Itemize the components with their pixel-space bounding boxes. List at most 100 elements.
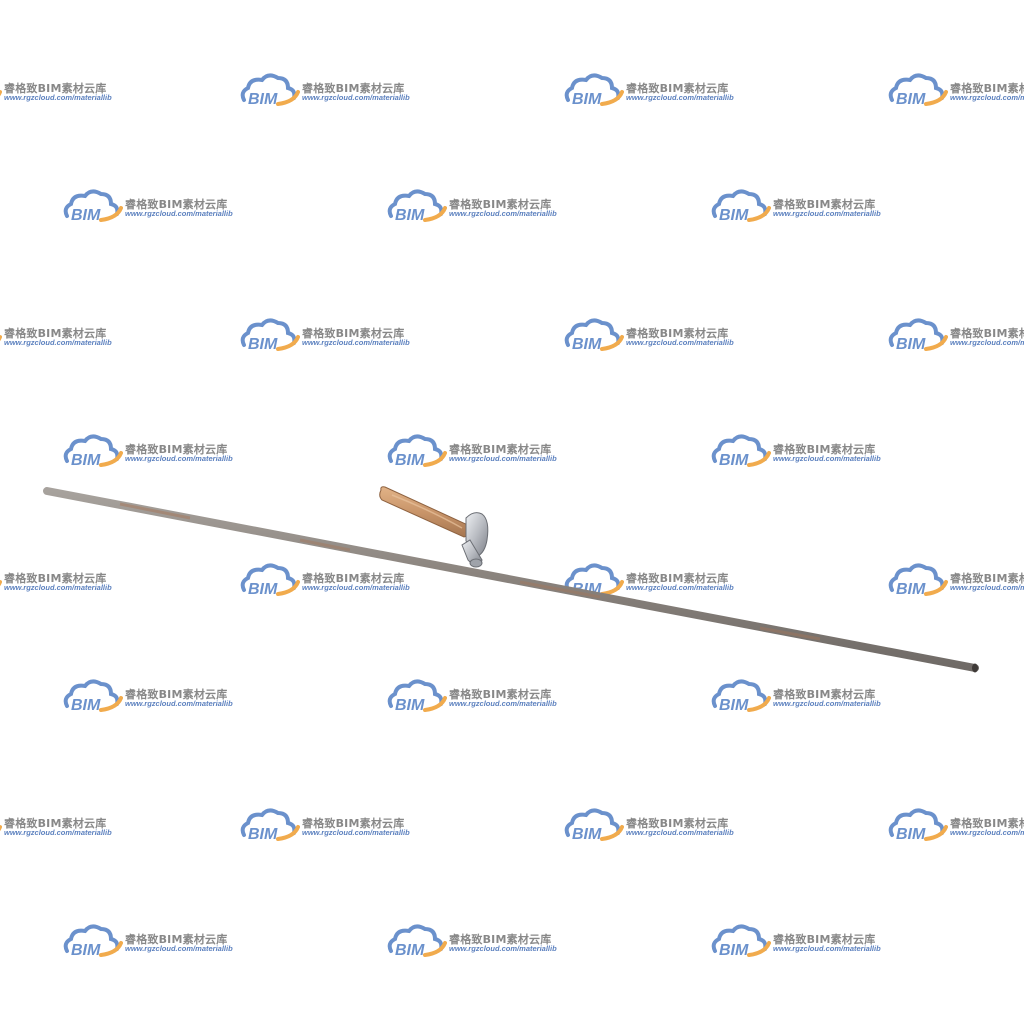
watermark-url: www.rgzcloud.com/materiallib (773, 699, 881, 708)
watermark-url: www.rgzcloud.com/materiallib (950, 338, 1024, 347)
bim-cloud-icon: BIM (888, 73, 948, 108)
svg-text:BIM: BIM (395, 942, 425, 959)
watermark-url: www.rgzcloud.com/materiallib (4, 828, 112, 837)
watermark-title: 睿格致BIM素材云库 (449, 933, 552, 946)
svg-text:BIM: BIM (719, 942, 749, 959)
watermark-title: 睿格致BIM素材云库 (773, 688, 876, 701)
watermark-url: www.rgzcloud.com/materiallib (302, 583, 410, 592)
svg-text:BIM: BIM (719, 452, 749, 469)
bim-cloud-icon: BIM (564, 318, 624, 353)
bim-cloud-icon: BIM (387, 679, 447, 714)
svg-text:BIM: BIM (719, 207, 749, 224)
watermark-title: 睿格致BIM素材云库 (773, 933, 876, 946)
bim-cloud-icon: BIM (240, 563, 300, 598)
watermark-url: www.rgzcloud.com/materiallib (773, 209, 881, 218)
svg-text:BIM: BIM (395, 697, 425, 714)
watermark-url: www.rgzcloud.com/materiallib (302, 338, 410, 347)
bim-cloud-icon: BIM (711, 189, 771, 224)
svg-text:BIM: BIM (395, 207, 425, 224)
watermark-url: www.rgzcloud.com/materiallib (626, 338, 734, 347)
svg-text:BIM: BIM (71, 452, 101, 469)
watermark-title: 睿格致BIM素材云库 (4, 817, 107, 830)
bim-cloud-icon: BIM (240, 73, 300, 108)
bim-cloud-icon: BIM (711, 434, 771, 469)
watermark-logo: BIM睿格致BIM素材云库www.rgzcloud.com/materialli… (0, 805, 130, 845)
svg-text:BIM: BIM (572, 91, 602, 108)
watermark-title: 睿格致BIM素材云库 (449, 198, 552, 211)
watermark-url: www.rgzcloud.com/materiallib (4, 93, 112, 102)
watermark-title: 睿格致BIM素材云库 (626, 327, 729, 340)
watermark-url: www.rgzcloud.com/materiallib (950, 93, 1024, 102)
watermark-url: www.rgzcloud.com/materiallib (125, 454, 233, 463)
watermark-title: 睿格致BIM素材云库 (125, 933, 228, 946)
bim-cloud-icon: BIM (564, 73, 624, 108)
watermark-title: 睿格致BIM素材云库 (950, 817, 1024, 830)
watermark-title: 睿格致BIM素材云库 (950, 327, 1024, 340)
bim-cloud-icon: BIM (240, 808, 300, 843)
watermark-title: 睿格致BIM素材云库 (4, 327, 107, 340)
watermark-url: www.rgzcloud.com/materiallib (950, 583, 1024, 592)
svg-text:BIM: BIM (572, 826, 602, 843)
steel-rod (43, 487, 979, 673)
watermark-title: 睿格致BIM素材云库 (125, 443, 228, 456)
watermark-url: www.rgzcloud.com/materiallib (626, 828, 734, 837)
watermark-title: 睿格致BIM素材云库 (626, 817, 729, 830)
watermark-url: www.rgzcloud.com/materiallib (449, 944, 557, 953)
svg-text:BIM: BIM (719, 697, 749, 714)
watermark-url: www.rgzcloud.com/materiallib (4, 338, 112, 347)
bim-cloud-icon: BIM (387, 434, 447, 469)
svg-text:BIM: BIM (248, 826, 278, 843)
watermark-title: 睿格致BIM素材云库 (125, 688, 228, 701)
watermark-logo: BIM睿格致BIM素材云库www.rgzcloud.com/materialli… (886, 70, 1024, 110)
watermark-url: www.rgzcloud.com/materiallib (950, 828, 1024, 837)
watermark-url: www.rgzcloud.com/materiallib (302, 828, 410, 837)
watermark-title: 睿格致BIM素材云库 (950, 572, 1024, 585)
watermark-url: www.rgzcloud.com/materiallib (125, 209, 233, 218)
watermark-url: www.rgzcloud.com/materiallib (4, 583, 112, 592)
bim-cloud-icon: BIM (240, 318, 300, 353)
claw-hammer (379, 486, 489, 568)
watermark-url: www.rgzcloud.com/materiallib (125, 699, 233, 708)
watermark-title: 睿格致BIM素材云库 (4, 572, 107, 585)
svg-text:BIM: BIM (248, 336, 278, 353)
watermark-title: 睿格致BIM素材云库 (449, 688, 552, 701)
bim-cloud-icon: BIM (63, 924, 123, 959)
watermark-url: www.rgzcloud.com/materiallib (449, 454, 557, 463)
watermark-title: 睿格致BIM素材云库 (773, 443, 876, 456)
watermark-title: 睿格致BIM素材云库 (302, 817, 405, 830)
watermark-title: 睿格致BIM素材云库 (4, 82, 107, 95)
svg-text:BIM: BIM (71, 697, 101, 714)
bim-cloud-icon: BIM (888, 318, 948, 353)
bim-cloud-icon: BIM (888, 808, 948, 843)
watermark-title: 睿格致BIM素材云库 (449, 443, 552, 456)
watermark-title: 睿格致BIM素材云库 (302, 82, 405, 95)
watermark-logo: BIM 睿格致BIM素材云库www.rgzcloud.com/materialli… (886, 560, 1024, 600)
bim-cloud-icon: BIM (711, 924, 771, 959)
bim-cloud-icon: BIM (63, 434, 123, 469)
svg-text:BIM: BIM (896, 581, 926, 598)
bim-cloud-icon: BIM (387, 924, 447, 959)
watermark-title: 睿格致BIM素材云库 (773, 198, 876, 211)
watermark-logo: BIM睿格致BIM素材云库www.rgzcloud.com/materialli… (886, 315, 1024, 355)
bim-cloud-icon: BIM (564, 808, 624, 843)
watermark-title: 睿格致BIM素材云库 (626, 572, 729, 585)
svg-text:BIM: BIM (896, 826, 926, 843)
watermark-title: 睿格致BIM素材云库 (950, 82, 1024, 95)
